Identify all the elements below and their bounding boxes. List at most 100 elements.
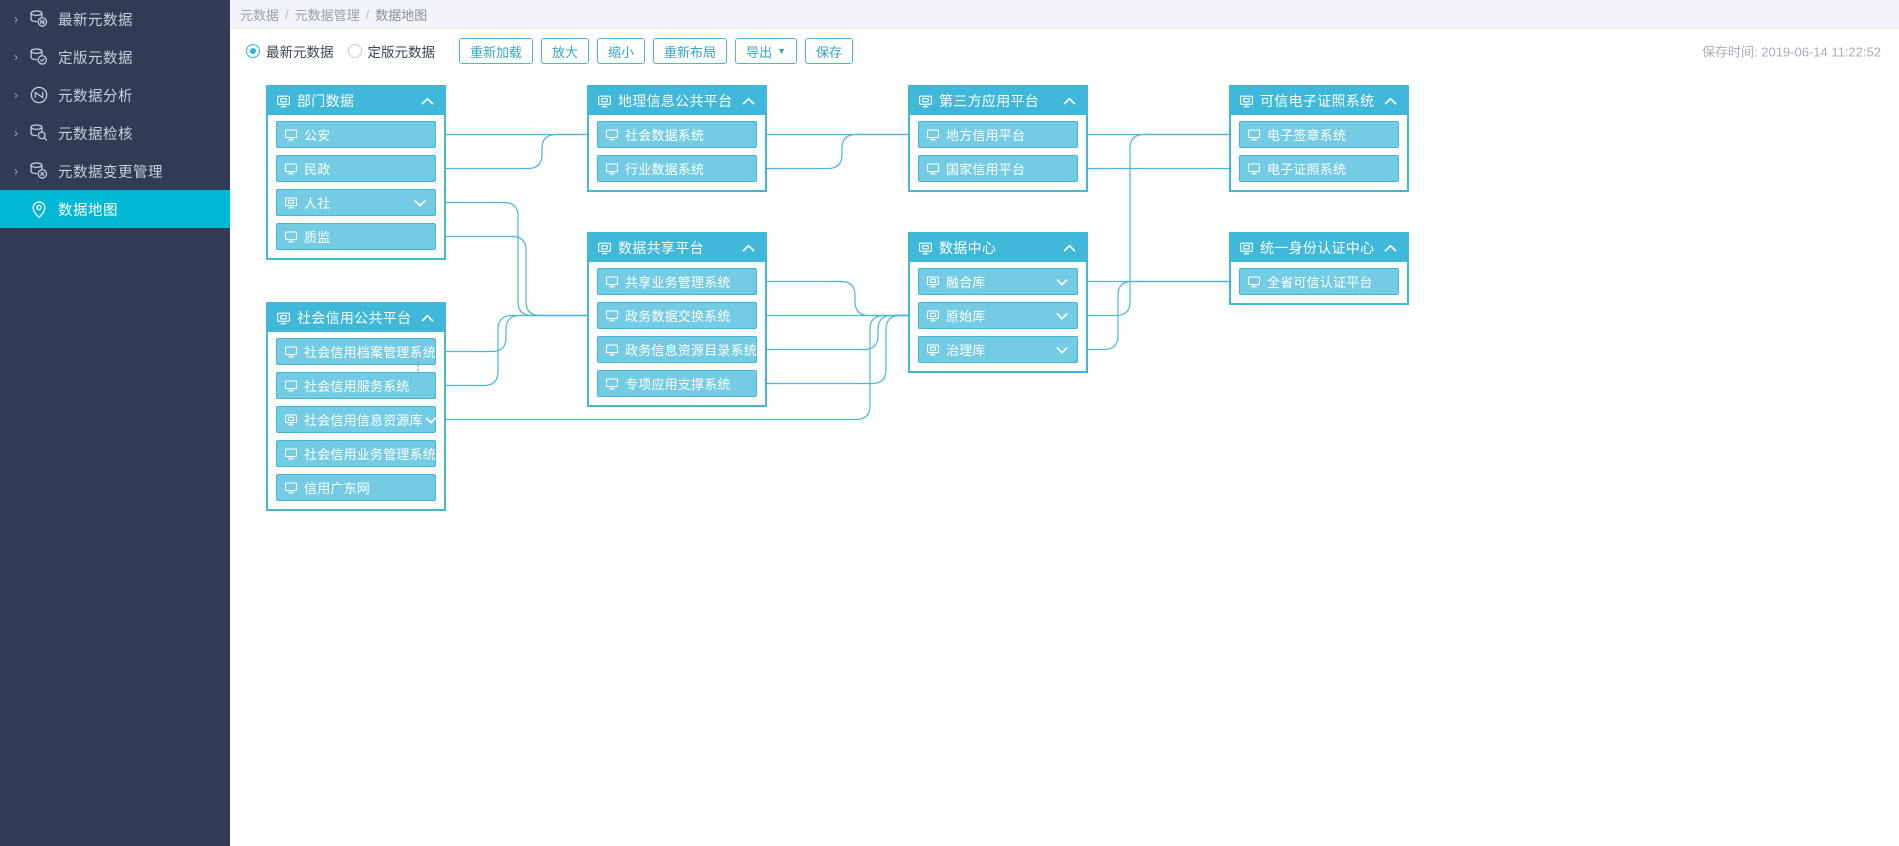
radio-button-icon[interactable]	[246, 44, 260, 58]
chevron-down-icon[interactable]	[1054, 342, 1070, 358]
node-share-3[interactable]: 专项应用支撑系统	[597, 370, 757, 397]
group-body-share: 共享业务管理系统政务数据交换系统政务信息资源目录系统专项应用支撑系统	[589, 262, 765, 405]
node-center-1[interactable]: 原始库	[918, 302, 1078, 329]
toolbar-button-2[interactable]: 缩小	[597, 38, 646, 64]
node-share-0[interactable]: 共享业务管理系统	[597, 268, 757, 295]
monitor-box-icon	[284, 413, 298, 427]
group-header-credit[interactable]: 社会信用公共平台	[268, 304, 444, 332]
node-credit-3[interactable]: 社会信用业务管理系统	[276, 440, 436, 467]
node-gis-1[interactable]: 行业数据系统	[597, 155, 757, 182]
breadcrumb-separator: /	[285, 6, 289, 22]
toolbar-button-label: 导出	[746, 44, 773, 60]
chevron-up-icon[interactable]	[1061, 93, 1078, 110]
node-gis-0[interactable]: 社会数据系统	[597, 121, 757, 148]
chevron-up-icon[interactable]	[740, 93, 757, 110]
monitor-icon	[284, 379, 298, 393]
group-header-center[interactable]: 数据中心	[910, 234, 1086, 262]
node-credit-4[interactable]: 信用广东网	[276, 474, 436, 501]
breadcrumb-item-0[interactable]: 元数据	[240, 7, 280, 23]
node-cert-0[interactable]: 电子签章系统	[1239, 121, 1399, 148]
group-cert[interactable]: 可信电子证照系统电子签章系统电子证照系统	[1229, 85, 1409, 192]
toolbar-button-3[interactable]: 重新布局	[653, 38, 728, 64]
monitor-box-icon	[597, 241, 612, 256]
sidebar-item-label: 元数据检核	[58, 126, 133, 143]
node-center-0[interactable]: 融合库	[918, 268, 1078, 295]
node-center-2[interactable]: 治理库	[918, 336, 1078, 363]
chevron-right-icon: ›	[14, 164, 18, 178]
chevron-down-icon[interactable]	[423, 412, 439, 428]
node-cert-1[interactable]: 电子证照系统	[1239, 155, 1399, 182]
group-auth[interactable]: 统一身份认证中心全省可信认证平台	[1229, 232, 1409, 305]
node-label: 治理库	[946, 343, 986, 358]
group-gis[interactable]: 地理信息公共平台社会数据系统行业数据系统	[587, 85, 767, 192]
monitor-icon	[1247, 128, 1261, 142]
chevron-up-icon[interactable]	[419, 310, 436, 327]
sidebar-item-0[interactable]: ›最新元数据	[0, 0, 230, 38]
radio-0[interactable]: 最新元数据	[246, 41, 334, 61]
group-third[interactable]: 第三方应用平台地方信用平台国家信用平台	[908, 85, 1088, 192]
radio-label: 最新元数据	[266, 45, 334, 60]
chevron-down-icon[interactable]	[1054, 308, 1070, 324]
toolbar-button-5[interactable]: 保存	[805, 38, 854, 64]
toolbar-button-0[interactable]: 重新加载	[459, 38, 534, 64]
toolbar-button-4[interactable]: 导出 ▼	[735, 38, 797, 64]
group-dept[interactable]: 部门数据公安民政人社质监	[266, 85, 446, 260]
node-third-1[interactable]: 国家信用平台	[918, 155, 1078, 182]
node-dept-2[interactable]: 人社	[276, 189, 436, 216]
chevron-up-icon[interactable]	[1061, 240, 1078, 257]
group-body-dept: 公安民政人社质监	[268, 115, 444, 258]
toolbar-button-label: 放大	[552, 44, 579, 60]
sidebar-item-1[interactable]: ›定版元数据	[0, 38, 230, 76]
group-body-third: 地方信用平台国家信用平台	[910, 115, 1086, 190]
group-header-gis[interactable]: 地理信息公共平台	[589, 87, 765, 115]
node-auth-0[interactable]: 全省可信认证平台	[1239, 268, 1399, 295]
group-title: 地理信息公共平台	[618, 93, 733, 109]
node-dept-3[interactable]: 质监	[276, 223, 436, 250]
group-header-third[interactable]: 第三方应用平台	[910, 87, 1086, 115]
chevron-down-icon: ▼	[777, 46, 786, 56]
chevron-down-icon[interactable]	[1054, 274, 1070, 290]
node-credit-1[interactable]: 社会信用服务系统	[276, 372, 436, 399]
node-label: 专项应用支撑系统	[625, 377, 731, 392]
sidebar-item-label: 定版元数据	[58, 50, 133, 67]
chevron-up-icon[interactable]	[740, 240, 757, 257]
node-credit-2[interactable]: 社会信用信息资源库	[276, 406, 439, 433]
group-credit[interactable]: 社会信用公共平台社会信用档案管理系统社会信用服务系统社会信用信息资源库社会信用业…	[266, 302, 446, 511]
sidebar-item-3[interactable]: ›元数据检核	[0, 114, 230, 152]
node-share-2[interactable]: 政务信息资源目录系统	[597, 336, 757, 363]
node-dept-1[interactable]: 民政	[276, 155, 436, 182]
breadcrumb-item-1[interactable]: 元数据管理	[294, 7, 360, 23]
group-center[interactable]: 数据中心融合库原始库治理库	[908, 232, 1088, 373]
chevron-down-icon[interactable]	[412, 195, 428, 211]
radio-1[interactable]: 定版元数据	[347, 41, 435, 61]
chevron-up-icon[interactable]	[1382, 93, 1399, 110]
node-label: 人社	[304, 196, 331, 211]
chevron-up-icon[interactable]	[1382, 240, 1399, 257]
monitor-icon	[284, 345, 298, 359]
sidebar-item-5[interactable]: 数据地图	[0, 190, 230, 228]
toolbar-button-1[interactable]: 放大	[541, 38, 590, 64]
node-dept-0[interactable]: 公安	[276, 121, 436, 148]
node-label: 社会信用服务系统	[304, 379, 410, 394]
database-check-icon	[26, 47, 52, 67]
data-map-canvas[interactable]: 部门数据公安民政人社质监社会信用公共平台社会信用档案管理系统社会信用服务系统社会…	[230, 73, 1899, 846]
monitor-icon	[1247, 275, 1261, 289]
group-share[interactable]: 数据共享平台共享业务管理系统政务数据交换系统政务信息资源目录系统专项应用支撑系统	[587, 232, 767, 407]
node-third-0[interactable]: 地方信用平台	[918, 121, 1078, 148]
monitor-box-icon	[1239, 94, 1254, 109]
radio-button-icon[interactable]	[347, 44, 362, 58]
node-credit-0[interactable]: 社会信用档案管理系统	[276, 338, 436, 365]
panel-splitter-handle[interactable]	[415, 355, 422, 377]
group-header-cert[interactable]: 可信电子证照系统	[1231, 87, 1407, 115]
chevron-up-icon[interactable]	[419, 93, 436, 110]
group-header-share[interactable]: 数据共享平台	[589, 234, 765, 262]
sidebar-item-4[interactable]: › 元数据变更管理	[0, 152, 230, 190]
group-title: 统一身份认证中心	[1260, 240, 1375, 256]
sidebar-item-label: 元数据变更管理	[58, 164, 163, 181]
group-header-auth[interactable]: 统一身份认证中心	[1231, 234, 1407, 262]
node-label: 社会信用档案管理系统	[304, 345, 437, 360]
monitor-icon	[284, 162, 298, 176]
group-header-dept[interactable]: 部门数据	[268, 87, 444, 115]
sidebar-item-2[interactable]: ›元数据分析	[0, 76, 230, 114]
node-share-1[interactable]: 政务数据交换系统	[597, 302, 757, 329]
